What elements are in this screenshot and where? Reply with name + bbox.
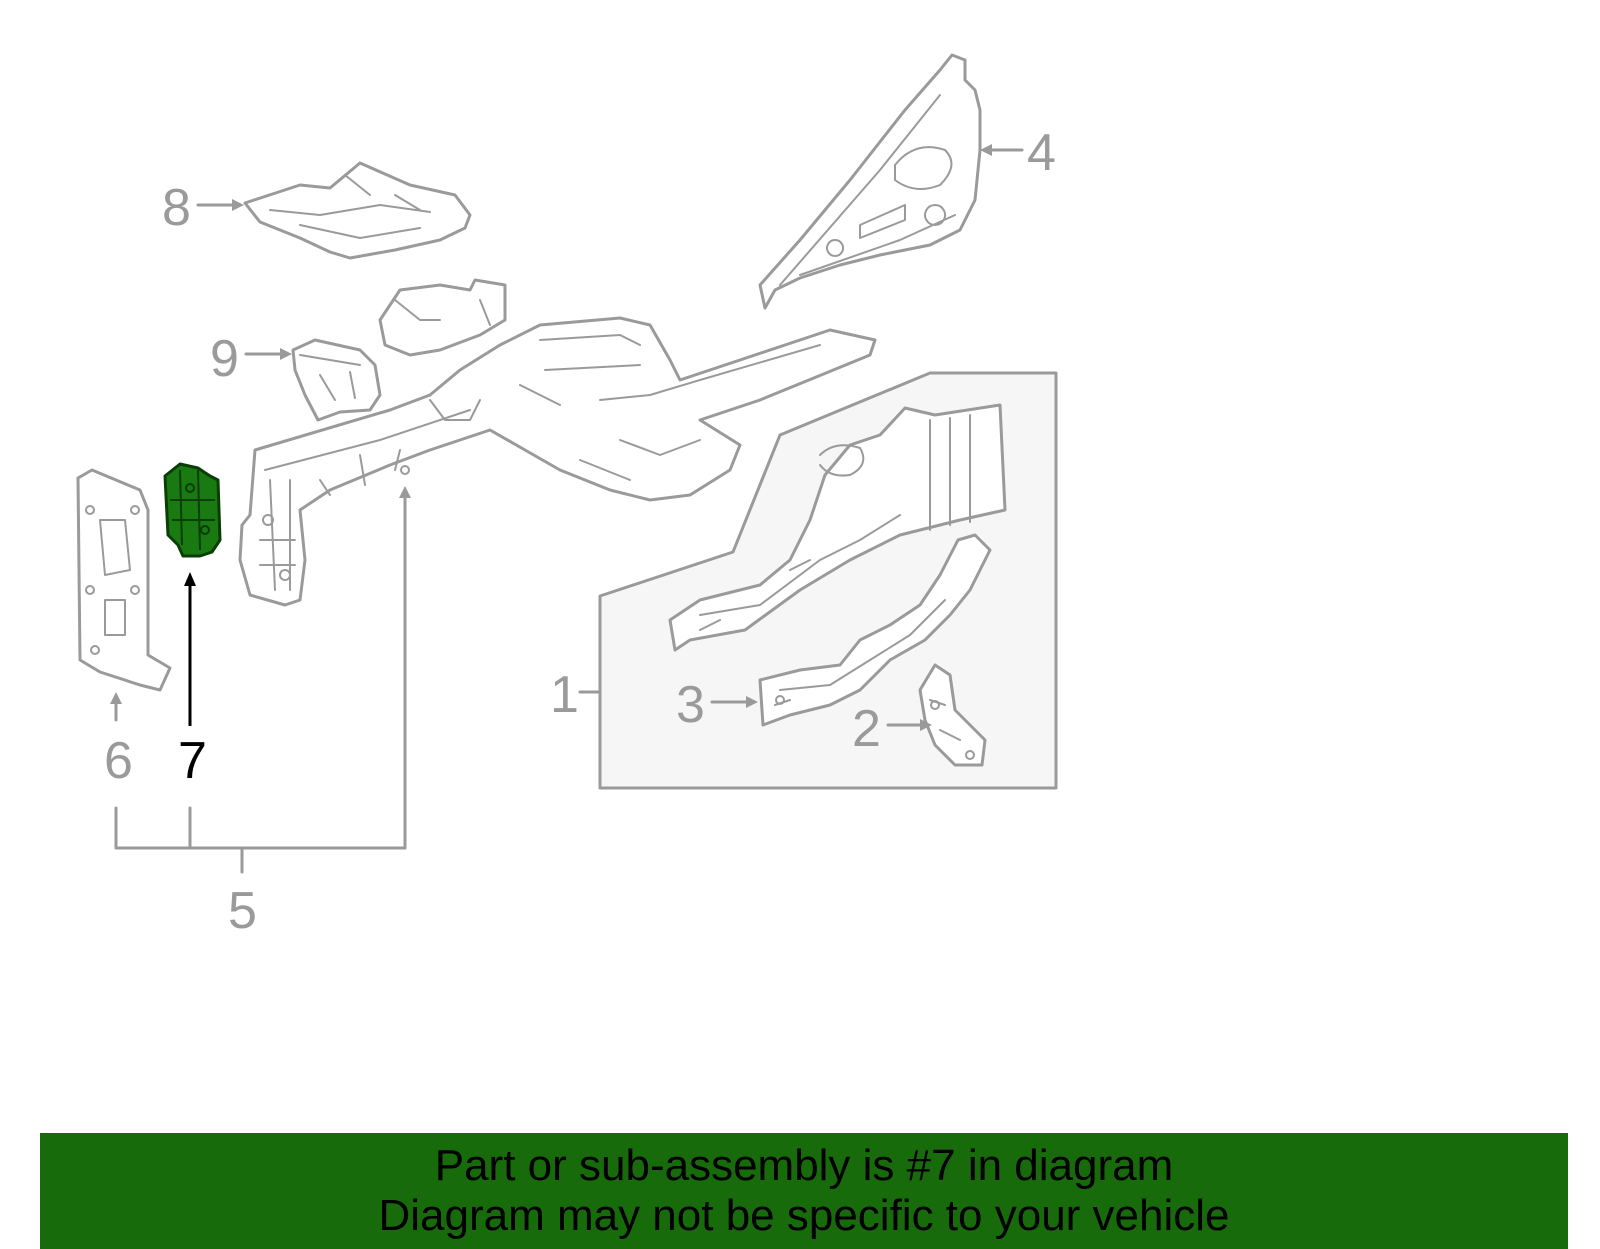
- arrowhead-8: [232, 199, 244, 211]
- callout-2: 2: [852, 700, 881, 758]
- arrowhead-7: [184, 572, 196, 586]
- part-9-bracket[interactable]: [291, 338, 382, 422]
- callout-7: 7: [178, 732, 207, 790]
- part-7-bracket-highlighted[interactable]: [163, 462, 222, 558]
- arrowhead-4: [980, 144, 992, 156]
- callout-9: 9: [210, 330, 239, 388]
- banner-line-1: Part or sub-assembly is #7 in diagram: [434, 1141, 1174, 1190]
- arrowhead-2: [920, 719, 932, 731]
- callout-6: 6: [104, 732, 133, 790]
- callout-5: 5: [228, 882, 257, 940]
- part-6-plate[interactable]: [76, 468, 172, 692]
- part-5-frame-assembly[interactable]: [238, 278, 877, 607]
- part-3-lower-member[interactable]: [758, 533, 992, 727]
- part-2-small-bracket[interactable]: [918, 663, 987, 767]
- callout-4: 4: [1027, 124, 1056, 182]
- part-4-apron-reinforcement[interactable]: [758, 53, 982, 310]
- part-1-side-member[interactable]: [668, 403, 1007, 652]
- leader-lines: [110, 144, 1024, 874]
- arrowhead-6: [110, 692, 122, 704]
- info-banner: Part or sub-assembly is #7 in diagram Di…: [40, 1133, 1568, 1249]
- part-8-shield[interactable]: [243, 161, 472, 260]
- callout-8: 8: [162, 179, 191, 237]
- arrowhead-3: [746, 696, 758, 708]
- banner-line-2: Diagram may not be specific to your vehi…: [378, 1191, 1230, 1240]
- callout-1: 1: [550, 666, 579, 724]
- arrowhead-9: [280, 348, 292, 360]
- arrowhead-5: [399, 486, 411, 498]
- callout-3: 3: [676, 676, 705, 734]
